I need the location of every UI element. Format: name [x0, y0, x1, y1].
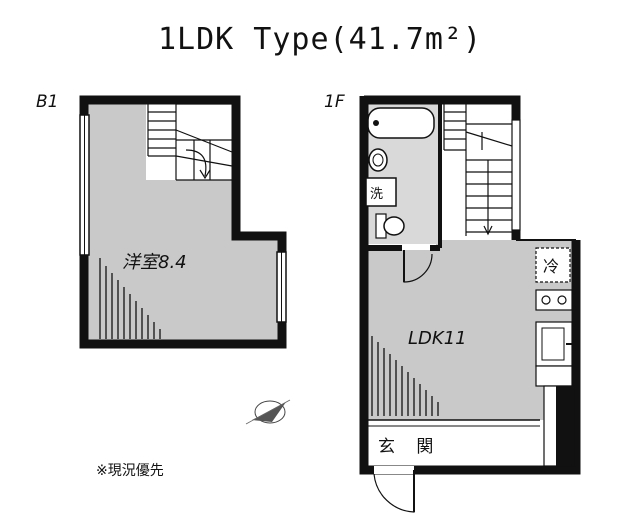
1f-entrance-floor	[364, 420, 540, 466]
1f-slope-hatching	[371, 336, 439, 416]
1f-ldk-label: LDK11	[408, 328, 467, 349]
note-current-condition: ※現況優先	[96, 463, 164, 479]
1f-wall-outer	[359, 96, 581, 475]
b1-stair-area	[146, 104, 232, 180]
b1-slope-hatching	[99, 258, 161, 339]
compass-icon	[245, 399, 291, 425]
stove	[535, 289, 573, 311]
1f-stair-area	[442, 104, 516, 236]
fridge-space	[535, 247, 571, 283]
washer-label: 洗	[370, 187, 383, 202]
washer-space	[365, 177, 397, 207]
b1-room-label: 洋室8.4	[122, 252, 187, 273]
1f-stair-window	[511, 119, 521, 231]
1f-floor-plan: 洗	[359, 95, 581, 513]
floor-label-b1: B1	[36, 92, 59, 112]
b1-walls	[79, 95, 287, 349]
page-title: 1LDK Type(41.7m²)	[157, 22, 483, 57]
b1-stairs	[147, 103, 233, 181]
b1-floor-plan: 洋室8.4	[79, 95, 287, 349]
1f-entrance-label: 玄 関	[378, 437, 441, 457]
1f-stairs	[443, 104, 513, 236]
entrance-door-swing	[373, 470, 415, 513]
1f-ldk-floor	[364, 240, 574, 420]
fridge-label: 冷	[543, 257, 559, 276]
washbasin	[368, 148, 388, 172]
toilet	[383, 216, 405, 236]
kitchen-counter	[535, 365, 573, 387]
bathtub	[367, 107, 435, 139]
floor-label-1f: 1F	[324, 92, 345, 112]
